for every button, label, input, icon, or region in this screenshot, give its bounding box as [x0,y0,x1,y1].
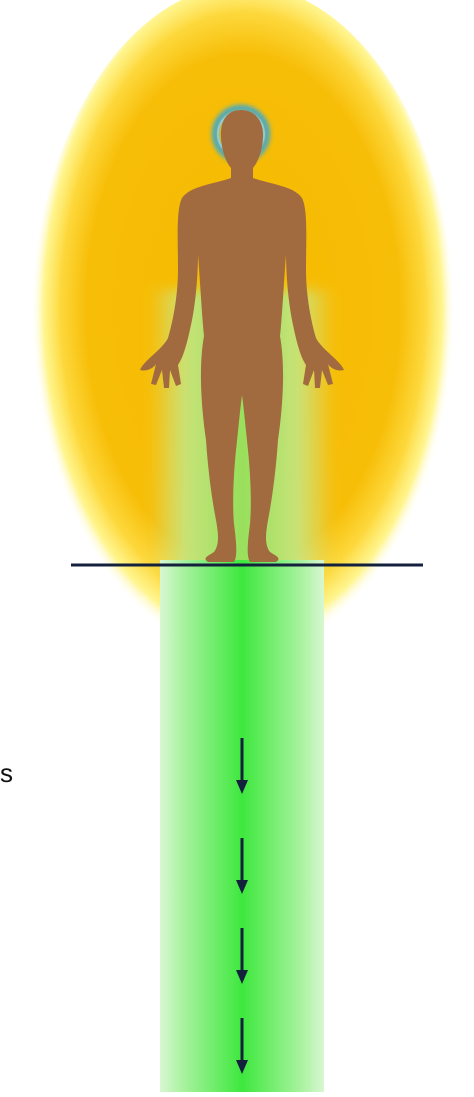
green-grounding-beam [160,560,324,1092]
cropped-edge-text: s [0,758,13,788]
